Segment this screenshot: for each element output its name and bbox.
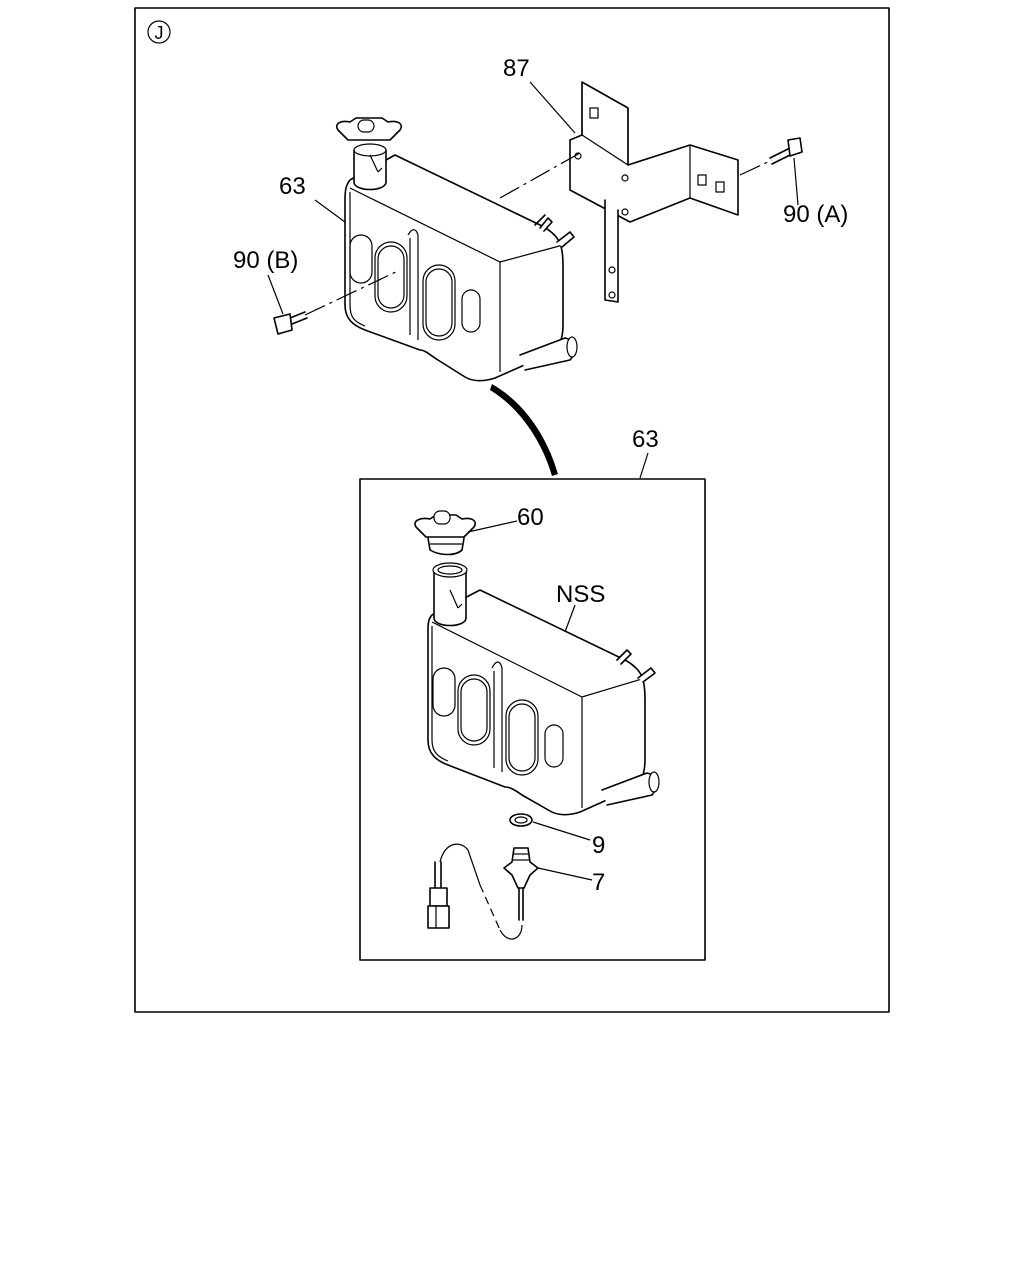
gasket: [509, 813, 533, 827]
section-marker: J: [147, 20, 171, 44]
detail-frame: [359, 478, 706, 961]
detail-tank-body: [427, 562, 660, 816]
bracket-label: 87: [503, 55, 530, 82]
sensor-label: 7: [592, 869, 605, 896]
bolt-a-label: 90 (A): [783, 201, 848, 228]
radiator-cap: [414, 510, 477, 556]
cap-label: 60: [517, 504, 544, 531]
wire-harness: [427, 843, 523, 940]
tank-body-label: NSS: [556, 581, 605, 608]
tank-assembly-label: 63: [279, 173, 306, 200]
detail-callout-arrow: [490, 384, 558, 476]
outer-frame: [134, 7, 890, 1013]
detail-tank-label: 63: [632, 426, 659, 453]
bolt-b-label: 90 (B): [233, 247, 298, 274]
bolt-b: [273, 311, 308, 335]
upper-reservoir-tank: [335, 117, 578, 382]
gasket-label: 9: [592, 832, 605, 859]
bracket: [569, 81, 739, 303]
bolt-a: [769, 137, 803, 165]
level-sensor: [503, 847, 539, 921]
section-marker-letter: J: [155, 23, 164, 43]
